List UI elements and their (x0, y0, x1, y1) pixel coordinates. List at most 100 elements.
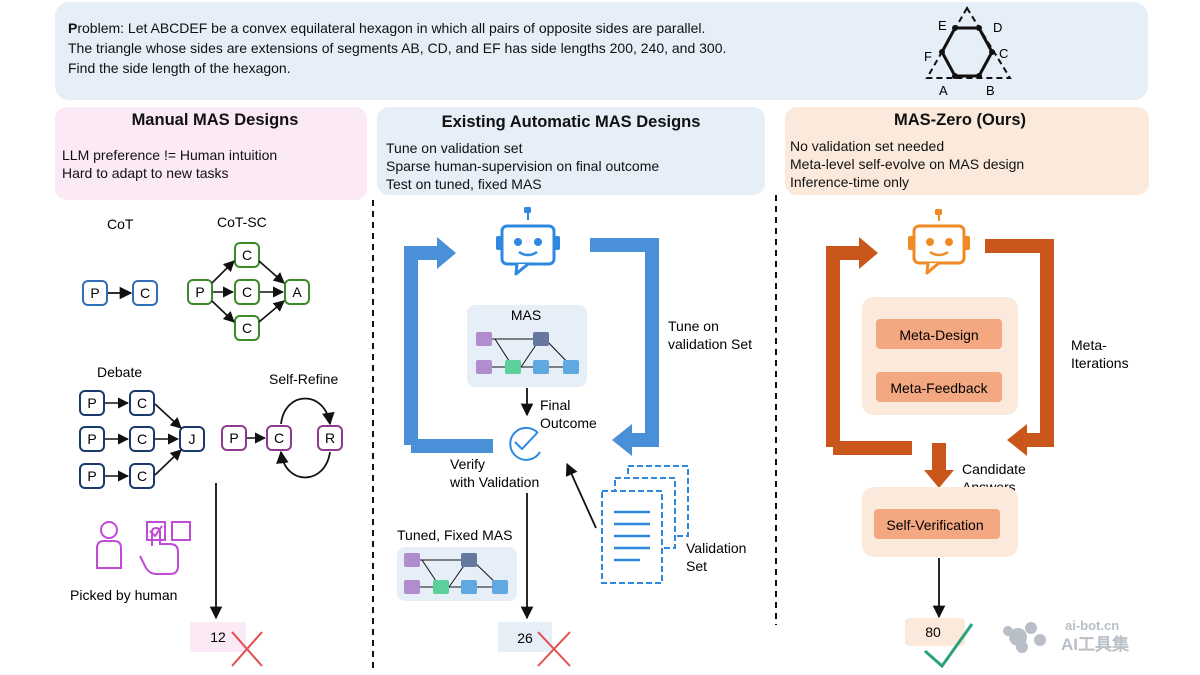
self-verif-label: Self-Verification (886, 517, 983, 533)
vertex-b: B (986, 83, 995, 98)
existing-lines: Tune on validation set Sparse human-supe… (386, 139, 659, 193)
verify-check-icon (509, 426, 541, 461)
cot-label: CoT (107, 216, 134, 232)
cotsc-diagram: P C C C A (187, 242, 310, 341)
problem-text: Problem: Let ABCDEF be a convex equilate… (68, 18, 848, 78)
final-label-1: Final (540, 397, 570, 413)
existing-header-box (377, 107, 765, 195)
problem-line-2: The triangle whose sides are extensions … (68, 40, 727, 56)
watermark-line-1: ai-bot.cn (1065, 618, 1119, 633)
manual-score: 12 (210, 629, 226, 645)
maszero-line-3: Inference-time only (790, 174, 910, 190)
problem-bold-prefix: P (68, 20, 78, 36)
existing-line-3: Test on tuned, fixed MAS (386, 176, 542, 192)
debate-node-j (179, 426, 205, 452)
debate-node-p1 (79, 390, 105, 416)
manual-header-box (55, 107, 367, 200)
tune-label-1: Tune on (668, 318, 719, 334)
maszero-score: 80 (925, 624, 941, 640)
svg-text:C: C (140, 285, 150, 301)
svg-text:C: C (242, 320, 252, 336)
problem-line-1: roblem: Let ABCDEF be a convex equilater… (77, 20, 706, 36)
debate-node-c3 (129, 463, 155, 489)
manual-title: Manual MAS Designs (131, 111, 299, 129)
vertex-d: D (993, 20, 1002, 35)
meta-design-label: Meta-Design (899, 327, 978, 343)
svg-text:P: P (87, 468, 96, 484)
valset-label-2: Set (686, 558, 707, 574)
debate-node-c1 (129, 390, 155, 416)
existing-loop-right (590, 238, 659, 447)
existing-x-icon (537, 631, 571, 667)
cotsc-node-c2 (234, 279, 260, 305)
manual-line-2: Hard to adapt to new tasks (62, 165, 229, 181)
vertex-f: F (924, 49, 932, 64)
svg-text:P: P (195, 284, 204, 300)
click-select-icon (139, 521, 191, 575)
existing-line-1: Tune on validation set (386, 140, 523, 156)
problem-line-3: Find the side length of the hexagon. (68, 60, 291, 76)
existing-loop-left (404, 246, 440, 445)
existing-line-2: Sparse human-supervision on final outcom… (386, 158, 660, 174)
cotsc-node-c3 (234, 315, 260, 341)
cotsc-node-a (284, 279, 310, 305)
final-label-2: Outcome (540, 415, 597, 431)
robot-icon-orange (908, 209, 970, 275)
problem-box (55, 2, 1148, 100)
meta-iter-label-2: Iterations (1071, 355, 1129, 371)
maszero-title: MAS-Zero (Ours) (894, 111, 1026, 129)
existing-title: Existing Automatic MAS Designs (441, 113, 701, 131)
cotsc-node-c1 (234, 242, 260, 268)
candidate-label-1: Candidate (962, 461, 1026, 477)
selfrefine-node-c (266, 425, 292, 451)
cotsc-node-p (187, 279, 213, 305)
svg-text:P: P (229, 430, 238, 446)
cot-node-p (82, 280, 108, 306)
svg-text:C: C (137, 431, 147, 447)
cot-diagram: P C (82, 280, 158, 306)
vertex-e: E (938, 18, 947, 33)
maszero-loop-right (985, 239, 1054, 447)
valset-label-1: Validation (686, 540, 746, 556)
cotsc-label: CoT-SC (217, 214, 267, 230)
svg-text:P: P (87, 395, 96, 411)
meta-design-box (876, 319, 1002, 349)
robot-icon-blue (496, 207, 560, 276)
selfrefine-diagram: P C R (221, 397, 343, 479)
hexagon-figure: E D F C A B (924, 6, 1012, 98)
maszero-lines: No validation set needed Meta-level self… (790, 137, 1024, 191)
debate-node-p2 (79, 426, 105, 452)
svg-text:J: J (189, 431, 196, 447)
meta-iter-label-1: Meta- (1071, 337, 1107, 353)
watermark-logo-icon (1003, 622, 1046, 653)
debate-label: Debate (97, 364, 142, 380)
vertex-a: A (939, 83, 948, 98)
svg-text:P: P (90, 285, 99, 301)
debate-node-c2 (129, 426, 155, 452)
svg-text:R: R (325, 430, 335, 446)
meta-feedback-box (876, 372, 1002, 402)
maszero-score-box (905, 618, 965, 646)
maszero-down-arrow (932, 443, 946, 473)
existing-score: 26 (517, 630, 533, 646)
selfrefine-node-p (221, 425, 247, 451)
svg-text:C: C (274, 430, 284, 446)
vertex-c: C (999, 46, 1008, 61)
debate-node-p3 (79, 463, 105, 489)
tuned-label: Tuned, Fixed MAS (397, 527, 512, 543)
maszero-line-2: Meta-level self-evolve on MAS design (790, 156, 1025, 172)
maszero-line-1: No validation set needed (790, 138, 945, 154)
mas-label: MAS (511, 307, 541, 323)
maszero-check-icon (924, 623, 974, 669)
tune-label-2: validation Set (668, 336, 752, 352)
verify-label-2: with Validation (449, 474, 539, 490)
maszero-header-box (785, 107, 1149, 195)
cot-node-c (132, 280, 158, 306)
svg-text:C: C (242, 247, 252, 263)
self-verif-box (874, 509, 1000, 539)
verify-label-1: Verify (450, 456, 485, 472)
svg-text:C: C (242, 284, 252, 300)
manual-line-1: LLM preference != Human intuition (62, 147, 278, 163)
svg-text:C: C (137, 468, 147, 484)
maszero-loop-left (826, 246, 862, 447)
